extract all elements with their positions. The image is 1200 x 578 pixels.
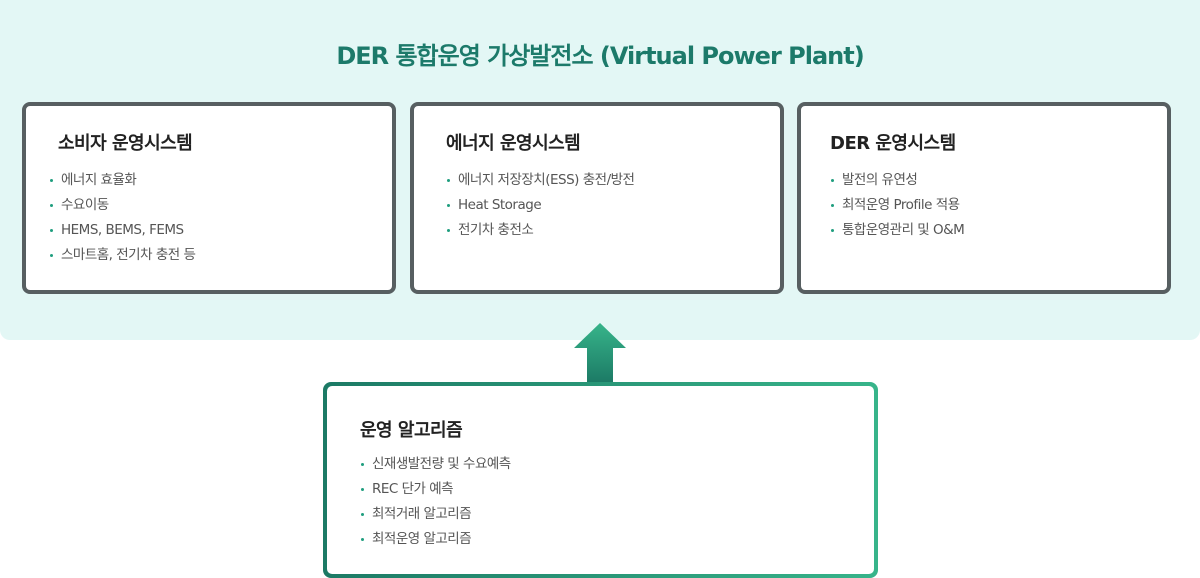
energy-system-list: 에너지 저장장치(ESS) 충전/방전 Heat Storage 전기차 충전소 (446, 168, 635, 243)
list-item: 전기차 충전소 (446, 218, 634, 243)
list-item: Heat Storage (446, 193, 634, 218)
energy-system-box: 에너지 운영시스템 에너지 저장장치(ESS) 충전/방전 Heat Stora… (410, 102, 784, 294)
list-item: 에너지 효율화 (49, 168, 195, 193)
list-item: 에너지 저장장치(ESS) 충전/방전 (446, 168, 635, 193)
consumer-system-box: 소비자 운영시스템 에너지 효율화 수요이동 HEMS, BEMS, FEMS … (22, 102, 396, 294)
page-title: DER 통합운영 가상발전소 (Virtual Power Plant) (336, 42, 864, 70)
list-item: 발전의 유연성 (830, 168, 964, 193)
list-item: HEMS, BEMS, FEMS (49, 218, 195, 243)
consumer-system-list: 에너지 효율화 수요이동 HEMS, BEMS, FEMS 스마트홈, 전기차 … (49, 168, 196, 268)
energy-system-title: 에너지 운영시스템 (446, 133, 581, 154)
list-item: 신재생발전량 및 수요예측 (360, 452, 511, 477)
list-item: 최적거래 알고리즘 (360, 502, 511, 527)
algorithm-box-inner: 운영 알고리즘 신재생발전량 및 수요예측 REC 단가 예측 최적거래 알고리… (327, 386, 874, 574)
der-system-title: DER 운영시스템 (830, 133, 956, 154)
list-item: 통합운영관리 및 O&M (830, 218, 965, 243)
algorithm-list: 신재생발전량 및 수요예측 REC 단가 예측 최적거래 알고리즘 최적운영 알… (360, 452, 511, 552)
list-item: 최적운영 알고리즘 (360, 527, 511, 552)
list-item: 스마트홈, 전기차 충전 등 (49, 243, 196, 268)
consumer-system-title: 소비자 운영시스템 (58, 133, 193, 154)
der-system-box: DER 운영시스템 발전의 유연성 최적운영 Profile 적용 통합운영관리… (797, 102, 1171, 294)
vpp-panel: DER 통합운영 가상발전소 (Virtual Power Plant) 소비자… (0, 0, 1200, 340)
algorithm-box: 운영 알고리즘 신재생발전량 및 수요예측 REC 단가 예측 최적거래 알고리… (323, 382, 878, 578)
list-item: 최적운영 Profile 적용 (830, 193, 964, 218)
list-item: REC 단가 예측 (360, 477, 511, 502)
der-system-list: 발전의 유연성 최적운영 Profile 적용 통합운영관리 및 O&M (830, 168, 965, 243)
list-item: 수요이동 (49, 193, 195, 218)
up-arrow-icon (574, 323, 626, 383)
algorithm-title: 운영 알고리즘 (360, 420, 463, 441)
